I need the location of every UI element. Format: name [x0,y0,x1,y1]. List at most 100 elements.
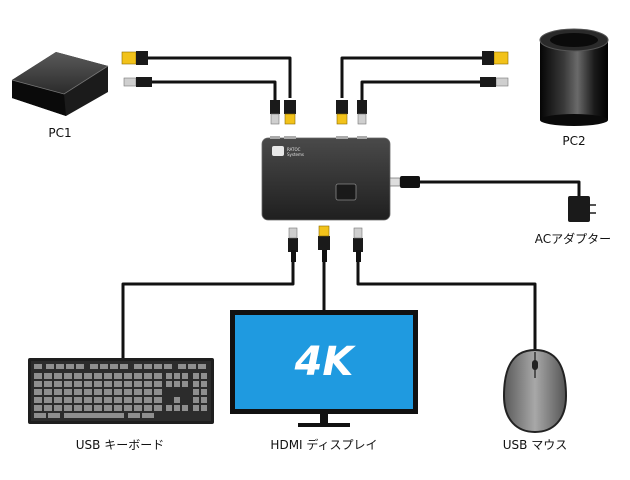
monitor-screen [235,315,413,409]
pc1-usb-plug [123,76,153,88]
switch-mouse-usb-plug [352,227,364,253]
keyboard-key [46,364,54,369]
svg-text:RATOC: RATOC [287,147,301,152]
keyboard-key [48,413,60,418]
brand-logo [272,146,284,156]
keyboard-key [134,389,142,395]
keyboard-key [174,397,180,403]
keyboard-key [74,405,82,411]
keyboard-key [94,389,102,395]
kvm-switch: RATOC Systems [261,137,391,221]
keyboard-key [84,373,92,379]
switch-pc1-usb-plug [269,99,281,125]
keyboard-key [182,373,188,379]
keyboard-key [182,405,188,411]
keyboard-key [154,405,162,411]
pc1-label: PC1 [48,126,72,140]
keyboard-key [193,381,199,387]
keyboard-key [100,364,108,369]
keyboard-key [54,373,62,379]
keyboard-key [56,364,64,369]
keyboard-key [134,373,142,379]
mouse-wheel [532,360,538,370]
keyboard-key [84,389,92,395]
keyboard-key [84,397,92,403]
keyboard-key [201,389,207,395]
keyboard-key [64,381,72,387]
keyboard-key [154,397,162,403]
ac-adapter-device [568,196,596,222]
keyboard-key [193,397,199,403]
usb-mouse-device [502,348,568,434]
keyboard-key [201,381,207,387]
pc2-device [539,28,609,126]
keyboard-key [64,389,72,395]
keyboard-key [114,397,122,403]
keyboard-key [44,397,52,403]
keyboard-key [114,381,122,387]
keyboard-key [188,364,196,369]
keyboard-key [114,405,122,411]
keyboard-key [34,397,42,403]
keyboard-key [94,397,102,403]
pc1-hdmi-plug [121,50,149,66]
ac-adapter-label: ACアダプター [534,232,612,246]
keyboard-key [144,364,152,369]
keyboard-key [64,413,124,418]
keyboard-key [74,397,82,403]
keyboard-key [64,405,72,411]
keyboard-key [124,397,132,403]
keyboard-key [124,389,132,395]
keyboard-key [201,397,207,403]
keyboard-key [134,364,142,369]
pc2-hdmi-plug [481,50,509,66]
display-label: HDMI ディスプレイ [270,438,378,452]
keyboard-key [44,373,52,379]
keyboard-key [64,397,72,403]
keyboard-key [84,381,92,387]
keyboard-key [166,381,172,387]
keyboard-key [174,405,180,411]
keyboard-key [142,413,154,418]
keyboard-key [94,405,102,411]
keyboard-key [54,389,62,395]
keyboard-key [166,405,172,411]
keyboard-key [193,405,199,411]
keyboard-key [144,373,152,379]
keyboard-key [164,364,172,369]
usb-keyboard-device [28,358,214,424]
keyboard-key [34,381,42,387]
keyboard-key [66,364,74,369]
keyboard-key [154,381,162,387]
keyboard-key [54,397,62,403]
keyboard-key [94,373,102,379]
keyboard-key [74,389,82,395]
keyboard-key [84,405,92,411]
keyboard-label: USB キーボード [75,438,165,452]
switch-button[interactable] [335,183,357,201]
keyboard-key [124,373,132,379]
svg-text:Systems: Systems [287,152,304,157]
keyboard-key [201,373,207,379]
cables [121,56,581,360]
keyboard-key [144,405,152,411]
keyboard-key [178,364,186,369]
keyboard-key [166,373,172,379]
switch-keyboard-usb-plug [287,227,299,253]
switch-display-hdmi-plug [317,225,331,251]
switch-pc1-hdmi-plug [283,99,297,125]
hdmi-display-device: 4K [230,310,418,427]
keyboard-key [144,397,152,403]
keyboard-key [193,373,199,379]
pc1-device [11,52,109,116]
keyboard-key [114,389,122,395]
keyboard-key [154,364,162,369]
keyboard-key [144,381,152,387]
keyboard-key [134,397,142,403]
keyboard-key [104,405,112,411]
keyboard-key [54,405,62,411]
keyboard-key [104,373,112,379]
keyboard-key [114,373,122,379]
keyboard-key [74,381,82,387]
